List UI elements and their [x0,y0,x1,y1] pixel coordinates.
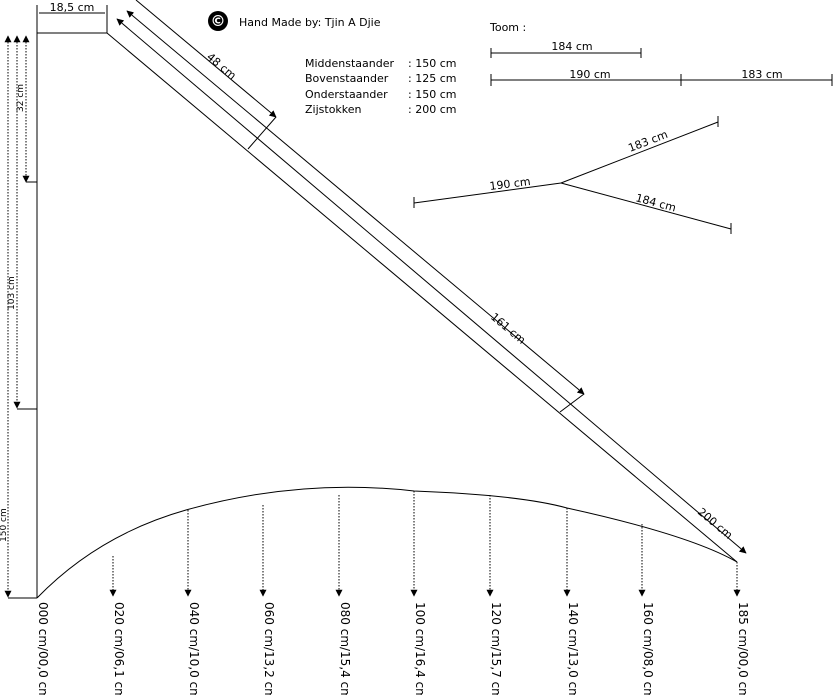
top-width-label: 18,5 cm [50,1,95,14]
height-150-label: 150 cm [0,508,9,542]
vertical-dimensions: 32 cm 103 cm 150 cm [0,35,37,599]
curve-label: 020 cm/06,1 cm [112,602,126,695]
curve-label: 140 cm/13,0 cm [566,602,580,695]
specs-list: Middenstaander : 150 cm Bovenstaander : … [305,57,456,116]
height-32-label: 32 cm [16,84,26,112]
height-103-label: 103 cm [7,276,17,310]
spec-value: : 150 cm [408,88,456,101]
copyright-symbol: © [211,12,226,30]
spec-name: Middenstaander [305,57,394,70]
spec-name: Zijstokken [305,103,362,116]
curve-measurements [109,491,741,597]
curve-label: 000 cm/00,0 cm [36,602,50,695]
toom-section: Toom : 184 cm 190 cm 183 cm [489,21,833,86]
bridle-main-length: 190 cm [489,175,532,193]
spec-value: : 200 cm [408,103,456,116]
credit-text: Hand Made by: Tjin A Djie [239,16,381,29]
curve-label: 040 cm/10,0 cm [187,602,201,695]
top-width-dimension: 18,5 cm [36,1,108,33]
toom-title: Toom : [489,21,526,34]
spec-value: : 150 cm [408,57,456,70]
bridle-lower-length: 184 cm [634,191,677,214]
spec-name: Onderstaander [305,88,388,101]
dim-48-label: 48 cm [204,50,239,82]
curve-labels: 000 cm/00,0 cm 020 cm/06,1 cm 040 cm/10,… [36,602,750,695]
credit: © Hand Made by: Tjin A Djie [208,11,381,31]
toom-bottom-left-length: 190 cm [569,68,610,81]
spec-name: Bovenstaander [305,72,389,85]
sail-outline [36,32,738,599]
dim-200-label: 200 cm [695,505,735,541]
bridle-upper-length: 183 cm [626,128,669,155]
curve-label: 060 cm/13,2 cm [262,602,276,695]
curve-label: 185 cm/00,0 cm [736,602,750,695]
curve-label: 080 cm/15,4 cm [338,602,352,695]
curve-label: 160 cm/08,0 cm [641,602,655,695]
toom-bottom-right-length: 183 cm [741,68,782,81]
spec-value: : 125 cm [408,72,456,85]
bridle-diagram: 190 cm 183 cm 184 cm [413,116,732,234]
dim-161-label: 161 cm [488,310,528,346]
toom-top-length: 184 cm [551,40,592,53]
curve-label: 100 cm/16,4 cm [413,602,427,695]
curve-label: 120 cm/15,7 cm [489,602,503,695]
